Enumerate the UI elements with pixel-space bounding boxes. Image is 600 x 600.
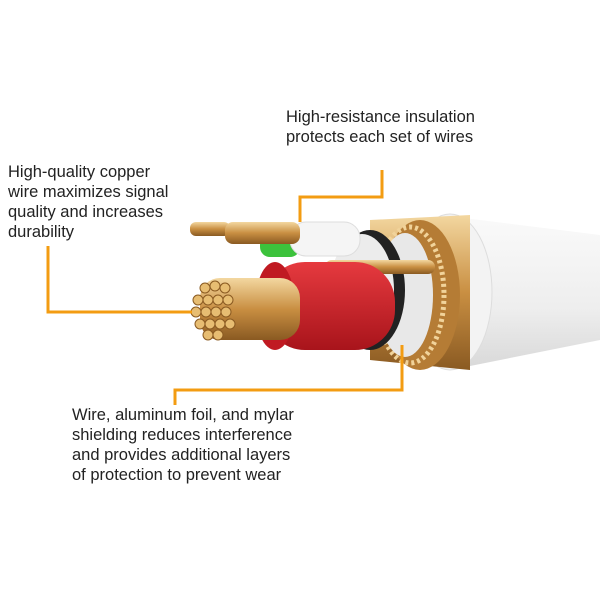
copper-strands-end xyxy=(190,280,236,341)
callout-copper: High-quality copper wire maximizes signa… xyxy=(8,163,169,241)
leader-line-insulation xyxy=(298,170,384,222)
leader-line-copper xyxy=(46,246,192,314)
leader-line-shielding xyxy=(173,345,404,405)
callout-insulation: High-resistance insulation protects each… xyxy=(286,108,475,146)
callout-shielding: Wire, aluminum foil, and mylar shielding… xyxy=(72,406,294,484)
